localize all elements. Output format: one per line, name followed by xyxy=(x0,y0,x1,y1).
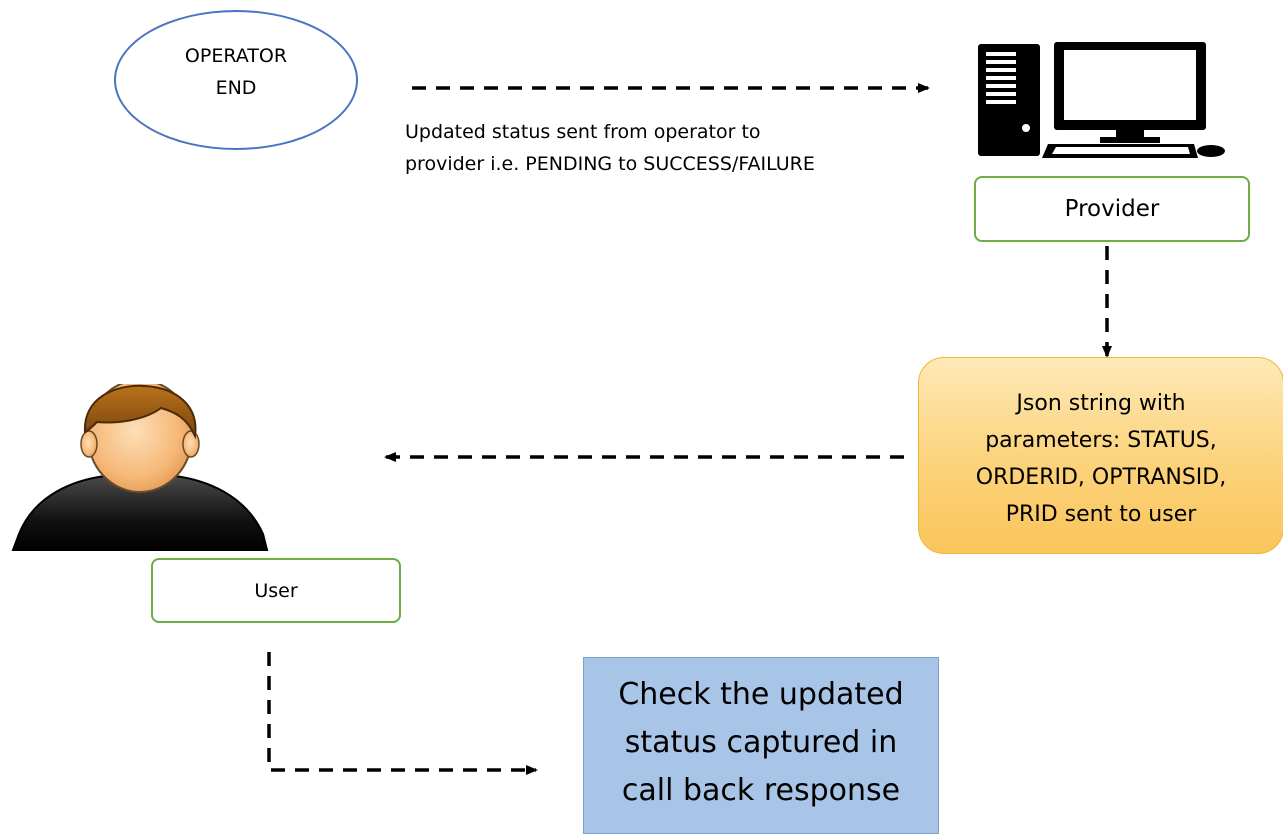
json-string-node: Json string with parameters: STATUS, ORD… xyxy=(918,357,1283,554)
arrow-user-to-check xyxy=(267,652,538,775)
status-update-note: Updated status sent from operator to pro… xyxy=(405,121,815,175)
provider-node: Provider xyxy=(974,176,1250,242)
operator-end-label: OPERATOR END xyxy=(184,45,288,99)
operator-end-node: OPERATOR END xyxy=(114,10,358,150)
user-node: User xyxy=(151,558,401,623)
desktop-computer-icon xyxy=(978,42,1225,158)
user-avatar-icon xyxy=(11,384,269,551)
check-status-node: Check the updated status captured in cal… xyxy=(583,657,939,834)
user-label: User xyxy=(254,579,298,602)
provider-label: Provider xyxy=(1064,196,1160,222)
